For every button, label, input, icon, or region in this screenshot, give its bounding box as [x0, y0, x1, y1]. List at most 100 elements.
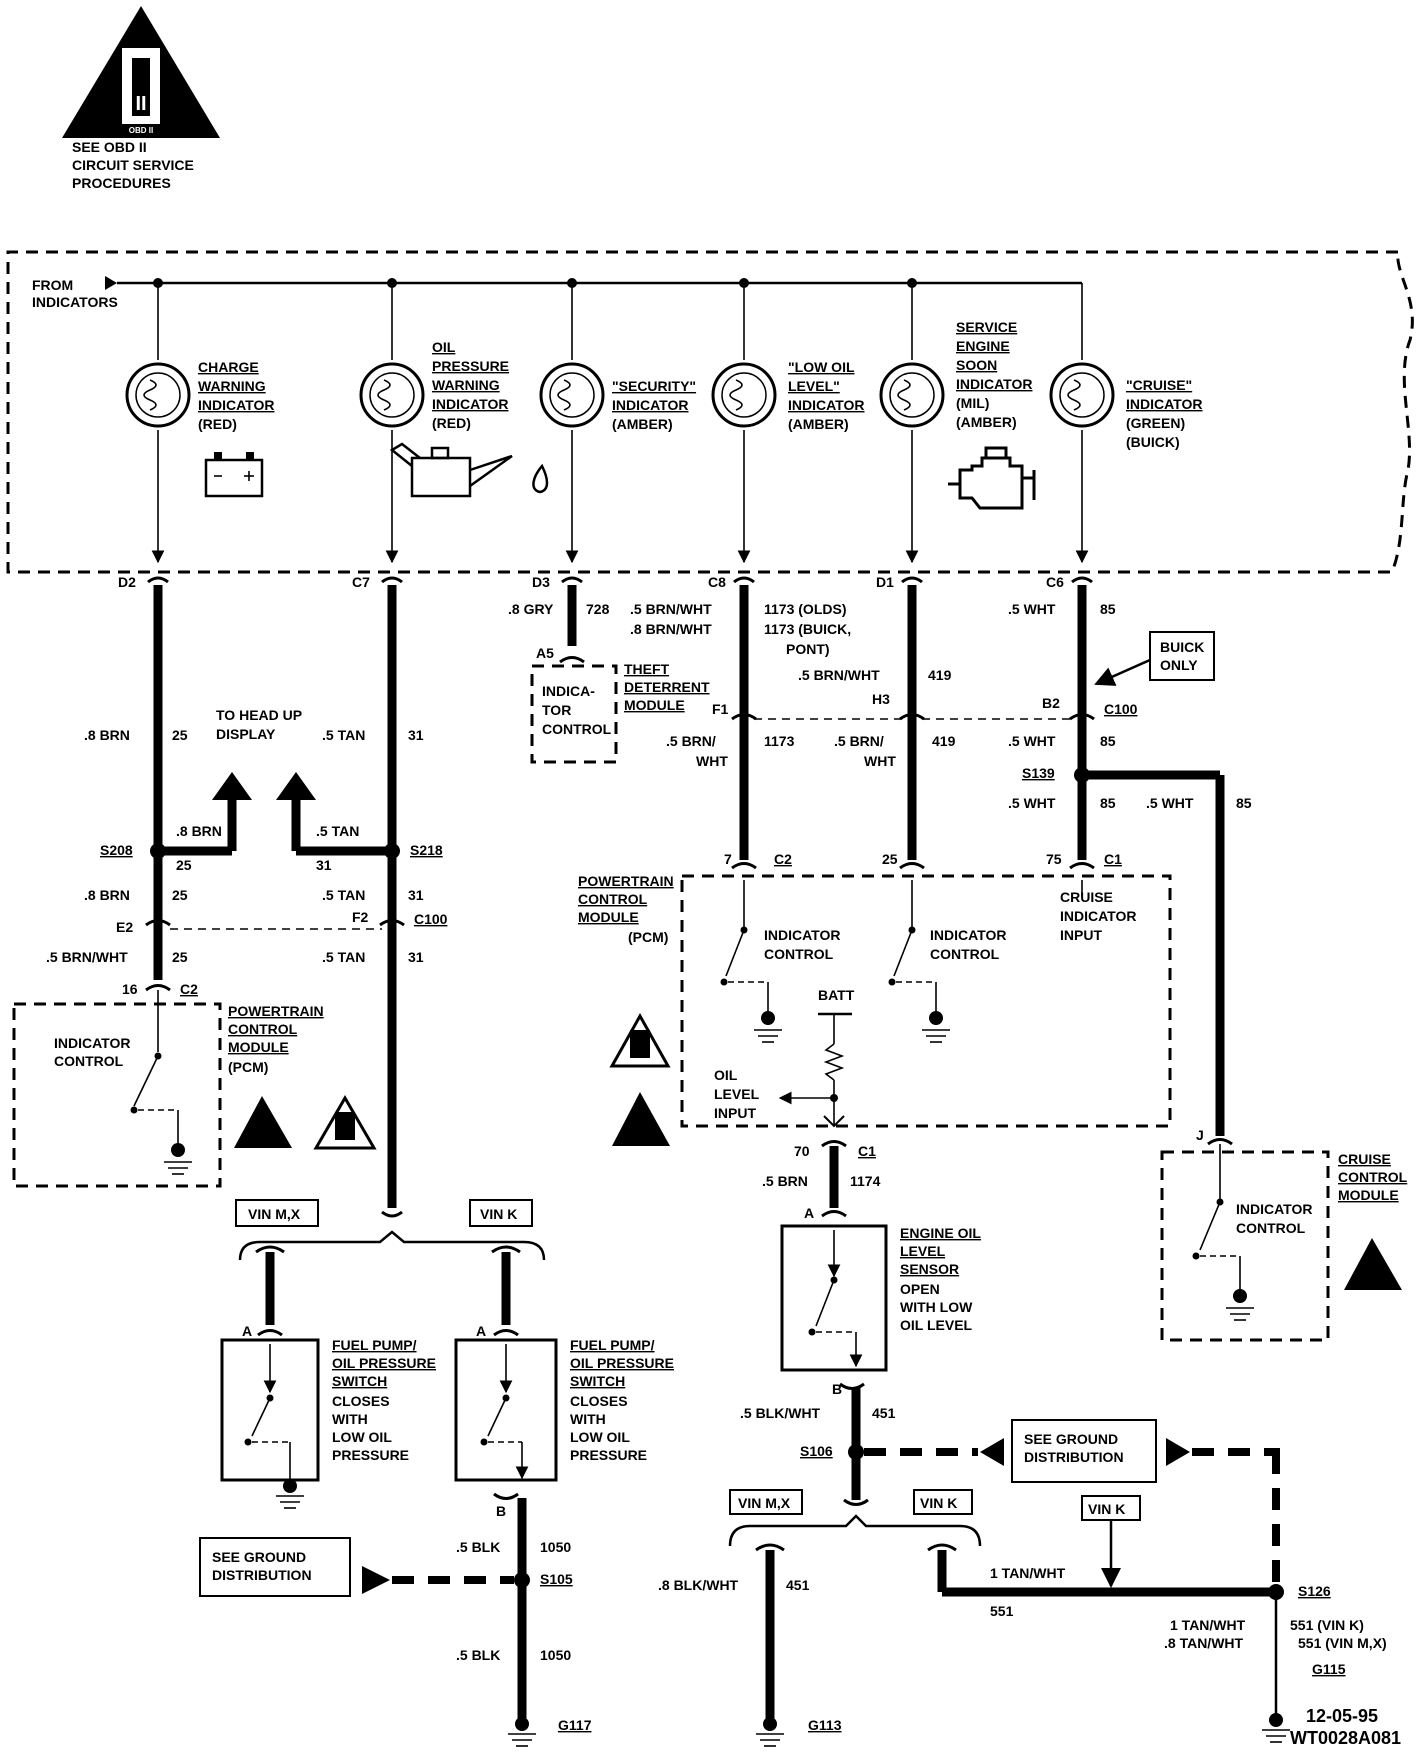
lbl-551b-tanwht: .8 TAN/WHT	[1164, 1635, 1244, 1651]
lbl-pin-b2: B	[496, 1503, 506, 1519]
engine-oil-level-sensor	[780, 1224, 888, 1372]
ind-oilp-2: PRESSURE	[432, 358, 509, 374]
pcm-left-title-1: POWERTRAIN	[228, 1003, 324, 1019]
lbl-vin-k-left: VIN K	[480, 1206, 517, 1222]
vin-k-box-left	[469, 1199, 533, 1227]
lbl-headup-1: TO HEAD UP	[216, 707, 302, 723]
fp2-title-2: OIL PRESSURE	[570, 1355, 674, 1371]
lbl-s218: S218	[410, 842, 443, 858]
lbl-s218-tan: .5 TAN	[316, 823, 359, 839]
ind-sec-color: (AMBER)	[612, 416, 673, 432]
lbl-c2-pcm: C2	[774, 851, 792, 867]
lbl-e2: E2	[116, 919, 133, 935]
lbl-c7b-31: 31	[408, 887, 424, 903]
wire-1174	[821, 1140, 847, 1218]
lbl-1050b: 1050	[540, 1647, 571, 1663]
pin-d2: D2	[118, 574, 136, 590]
lbl-f2-31: 31	[408, 949, 424, 965]
pcm-right-switch-2	[888, 880, 950, 1043]
lbl-451-blkwht: .5 BLK/WHT	[740, 1405, 821, 1421]
pcm-oil-1: OIL	[714, 1067, 738, 1083]
lbl-pin-a1: A	[242, 1323, 252, 1339]
vin-mx-box-right	[729, 1489, 803, 1515]
lbl-1174: 1174	[850, 1173, 881, 1189]
lbl-c6-85: 85	[1100, 601, 1116, 617]
pcm-oil-level-circuit	[778, 1012, 852, 1128]
obd-note-3: PROCEDURES	[72, 175, 171, 191]
lbl-c1-b: C1	[858, 1143, 876, 1159]
lbl-451b-blkwht: .8 BLK/WHT	[658, 1577, 739, 1593]
eol-desc-2: WITH LOW	[900, 1299, 973, 1315]
instrument-cluster-boundary	[6, 250, 1414, 574]
pcm-ind1-2: CONTROL	[764, 946, 834, 962]
ind-low-1: "LOW OIL	[788, 359, 855, 375]
wire-oil-pressure	[276, 585, 405, 1218]
lbl-pin70: 70	[794, 1143, 810, 1159]
cluster-connectors	[147, 576, 1093, 584]
footer-code: WT0028A081	[1290, 1728, 1401, 1748]
gd-right-2: DISTRIBUTION	[1024, 1449, 1124, 1465]
lbl-d3-728: 728	[586, 601, 610, 617]
wire-1050	[493, 1492, 536, 1747]
pcm-left-title-2: CONTROL	[228, 1021, 298, 1037]
fuel-pump-switch-2	[454, 1338, 558, 1482]
theft-deterrent-module	[530, 664, 618, 764]
cruise-title-3: MODULE	[1338, 1187, 1399, 1203]
lbl-1174-brn: .5 BRN	[762, 1173, 808, 1189]
pin-c7: C7	[352, 574, 370, 590]
lbl-c7b-tan: .5 TAN	[322, 887, 365, 903]
ind-oilp-4: INDICATOR	[432, 396, 508, 412]
wire-451	[839, 1382, 869, 1506]
fp2-contacts	[480, 1344, 529, 1480]
lbl-f1-brn: .5 BRN/	[666, 733, 716, 749]
lbl-551a: 551 (VIN K)	[1290, 1617, 1364, 1633]
lbl-d3-gry: .8 GRY	[508, 601, 554, 617]
obd-badge-mark: II	[135, 93, 146, 115]
pcm-right-title-2: CONTROL	[578, 891, 648, 907]
esd-icon-left	[234, 1096, 292, 1148]
lbl-c7-tan: .5 TAN	[322, 727, 365, 743]
lbl-s218-31: 31	[316, 857, 332, 873]
lbl-headup-2: DISPLAY	[216, 726, 276, 742]
lbl-c100-right: C100	[1104, 701, 1138, 717]
ind-cruise-extra: (BUICK)	[1126, 434, 1180, 450]
lbl-s139: S139	[1022, 765, 1055, 781]
pcm-left-sub: (PCM)	[228, 1059, 268, 1075]
theft-inner-1: INDICA-	[542, 683, 595, 699]
lbl-vin-k-box: VIN K	[1088, 1501, 1125, 1517]
lbl-pin-a-eol: A	[804, 1205, 814, 1221]
fuel-pump-switch-1	[220, 1338, 320, 1482]
lbl-c1-pcm: C1	[1104, 851, 1122, 867]
lbl-s208-brn: .8 BRN	[176, 823, 222, 839]
eol-contacts	[808, 1230, 863, 1368]
fp1-title-1: FUEL PUMP/	[332, 1337, 417, 1353]
ind-oilp-3: WARNING	[432, 377, 500, 393]
ground-dist-left	[199, 1537, 351, 1597]
wire-ses	[899, 585, 925, 870]
ind-ses-4: INDICATOR	[956, 376, 1032, 392]
eol-title-3: SENSOR	[900, 1261, 959, 1277]
ind-ses-3: SOON	[956, 357, 997, 373]
pcm-ind2-1: INDICATOR	[930, 927, 1006, 943]
pcm-ind1-1: INDICATOR	[764, 927, 840, 943]
lbl-c8-w2: .8 BRN/WHT	[630, 621, 712, 637]
fp1-contacts	[244, 1344, 304, 1509]
bulb-service-engine-soon	[879, 278, 945, 564]
lbl-d1-419: 419	[928, 667, 952, 683]
ind-ses-color: (AMBER)	[956, 414, 1017, 430]
lbl-c6-wht: .5 WHT	[1008, 601, 1056, 617]
lbl-s126: S126	[1298, 1583, 1331, 1599]
ind-low-color: (AMBER)	[788, 416, 849, 432]
lbl-s106: S106	[800, 1443, 833, 1459]
lbl-f1: F1	[712, 701, 729, 717]
ind-oilp-1: OIL	[432, 339, 456, 355]
lbl-1050b-blk: .5 BLK	[456, 1647, 500, 1663]
fp1-desc-1: CLOSES	[332, 1393, 390, 1409]
lbl-h3-419: 419	[932, 733, 956, 749]
ground-dist-right	[1011, 1419, 1157, 1483]
pin-d3: D3	[532, 574, 550, 590]
lbl-s139r-85: 85	[1236, 795, 1252, 811]
pcm-left-inner-2: CONTROL	[54, 1053, 124, 1069]
lbl-c2-left: C2	[180, 981, 198, 997]
